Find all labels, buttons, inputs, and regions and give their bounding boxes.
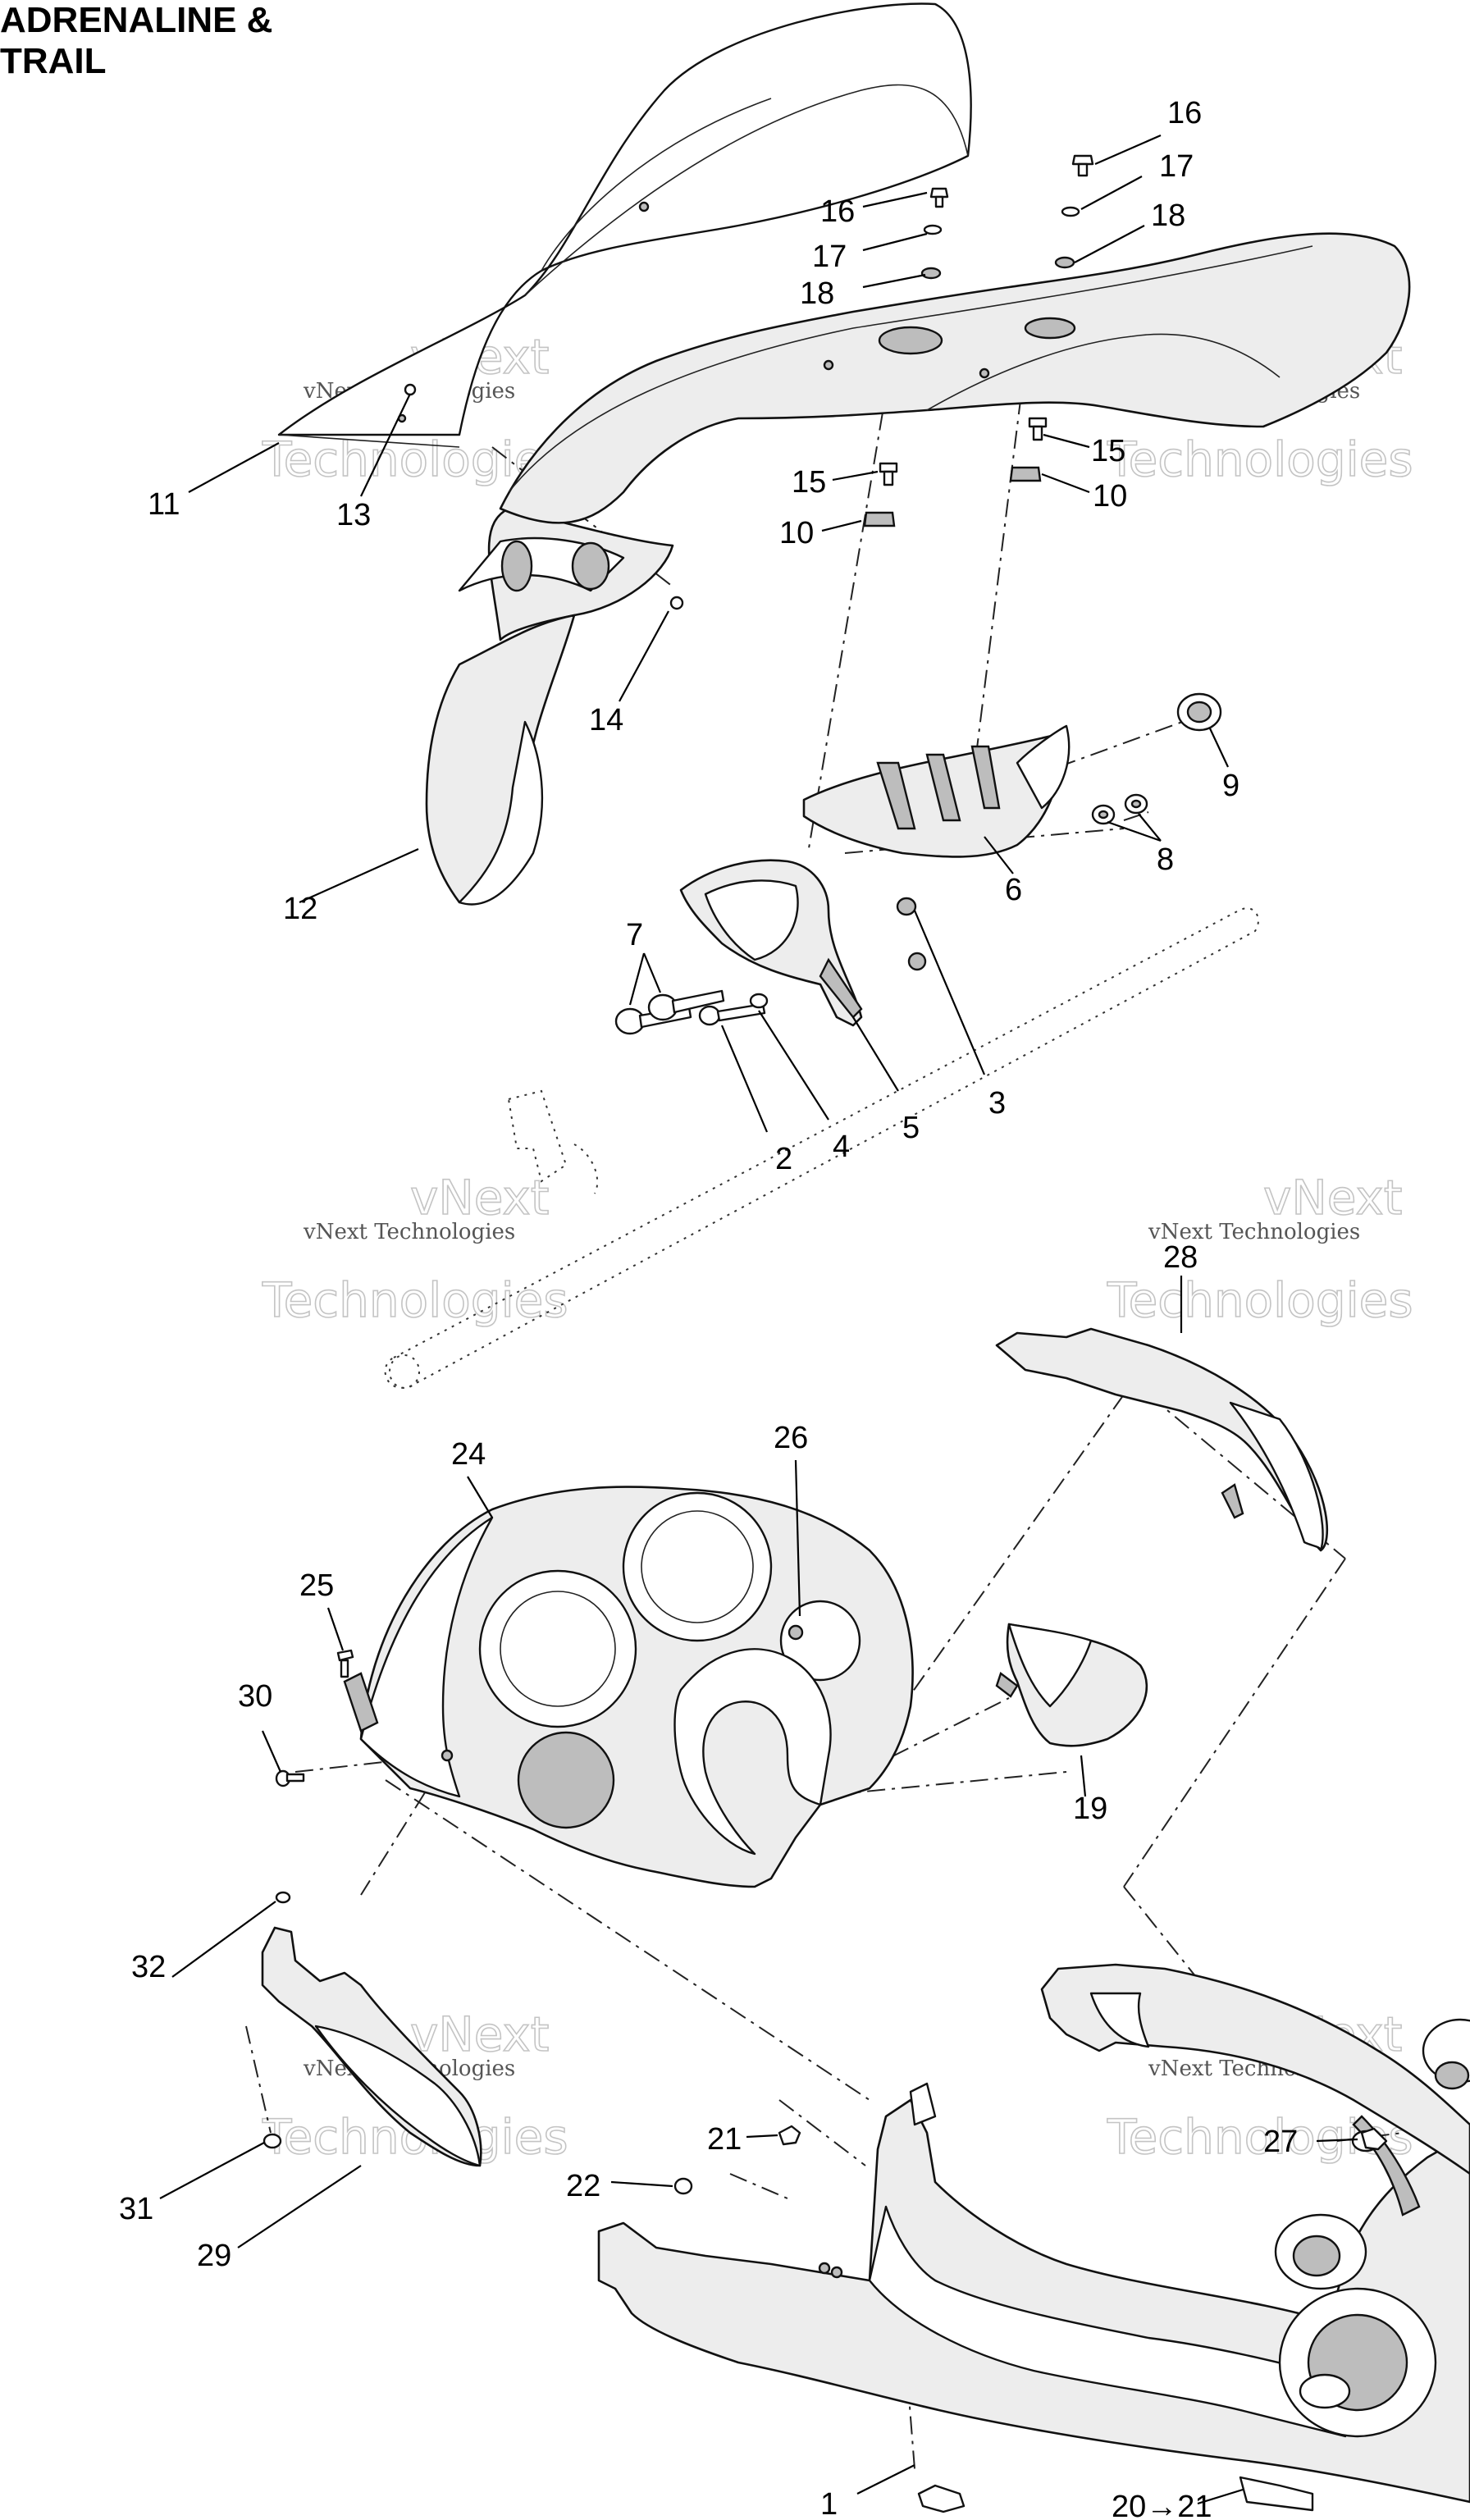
callout-22: 22: [566, 2169, 600, 2203]
screws-part-7-2-4-3: [614, 897, 927, 1035]
cap-part-19: [995, 1623, 1148, 1747]
watermarks: vNext vNext Technologies Technologies vN…: [261, 328, 1413, 2166]
fastener-stack-right: [1009, 154, 1094, 482]
watermark-brand: vNext: [410, 1170, 549, 1226]
callout-30: 30: [238, 1679, 272, 1714]
windshield-part-11: [277, 2, 972, 448]
callout-19: 19: [1073, 1792, 1107, 1826]
callout-18-left: 18: [800, 276, 834, 311]
side-bracket-part-29: [261, 1891, 482, 2167]
watermark-4: vNext vNext Technologies Technologies: [1106, 1169, 1413, 1329]
callout-26: 26: [774, 1421, 808, 1455]
callout-17-right: 17: [1159, 149, 1194, 184]
bracket-part-6: [802, 724, 1071, 858]
callout-31: 31: [119, 2192, 153, 2226]
title-line-2: TRAIL: [0, 41, 107, 81]
watermark-brand: vNext: [1263, 1170, 1402, 1226]
callout-28: 28: [1163, 1240, 1198, 1275]
fastener-stack-left: [863, 187, 949, 527]
hood-top-panel: [499, 232, 1411, 524]
title-line-1: ADRENALINE &: [0, 0, 273, 40]
watermark-big: Technologies: [262, 1272, 568, 1328]
handlebar-outline: [384, 907, 1259, 1389]
callout-6: 6: [1005, 873, 1022, 907]
nuts-part-8: [1091, 793, 1148, 825]
mount-plate-part-5: [679, 859, 863, 1027]
callout-labels: 11 13 12 14 16 17 18 16 17 18 15 10 15 1…: [119, 96, 1298, 2520]
callout-11: 11: [148, 487, 180, 522]
watermark-brand: vNext: [410, 2006, 549, 2062]
callout-32: 32: [131, 1950, 166, 1984]
callout-8: 8: [1157, 842, 1174, 877]
callout-29: 29: [197, 2239, 231, 2273]
callout-14: 14: [589, 703, 623, 737]
side-trim-part-28: [995, 1327, 1329, 1552]
watermark-3: vNext vNext Technologies Technologies: [261, 1169, 568, 1329]
diagram-title: ADRENALINE & TRAIL: [0, 0, 272, 82]
callout-15-left: 15: [792, 465, 826, 500]
callout-17-left: 17: [812, 240, 847, 274]
watermark-small: vNext Technologies: [303, 1220, 515, 1244]
callout-1: 1: [820, 2487, 838, 2520]
callout-13: 13: [336, 498, 371, 532]
callout-15-right: 15: [1091, 434, 1125, 468]
hardware-13-14: [404, 383, 684, 610]
leader-lines: [159, 134, 1358, 2505]
screws-part-25-30: [275, 1649, 354, 1787]
callout-21: 21: [707, 2122, 742, 2157]
lower-console-frame: [597, 1963, 1470, 2513]
callout-18-right: 18: [1151, 199, 1185, 233]
callout-20-21: 20→21: [1112, 2490, 1212, 2520]
grommet-part-9: [1176, 692, 1222, 732]
instrument-pod-part-24: [343, 1486, 914, 1888]
callout-16-right: 16: [1167, 96, 1202, 130]
callout-27: 27: [1263, 2125, 1298, 2159]
callout-5: 5: [902, 1111, 920, 1145]
callout-4: 4: [833, 1130, 850, 1164]
callout-16-left: 16: [820, 194, 855, 229]
clips-part-21-22-27: [673, 2125, 1388, 2195]
callout-3: 3: [988, 1086, 1006, 1121]
watermark-big: Technologies: [1107, 1272, 1413, 1328]
callout-12: 12: [283, 892, 317, 926]
callout-9: 9: [1222, 769, 1239, 803]
callout-7: 7: [626, 918, 643, 952]
watermark-small: vNext Technologies: [1148, 1220, 1360, 1244]
watermark-big: Technologies: [1107, 431, 1413, 487]
callout-10-left: 10: [779, 516, 814, 550]
callout-10-right: 10: [1093, 479, 1127, 514]
callout-25: 25: [299, 1568, 334, 1603]
callout-24: 24: [451, 1437, 486, 1472]
side-panel-part-12: [425, 507, 674, 906]
callout-2: 2: [775, 1142, 792, 1176]
